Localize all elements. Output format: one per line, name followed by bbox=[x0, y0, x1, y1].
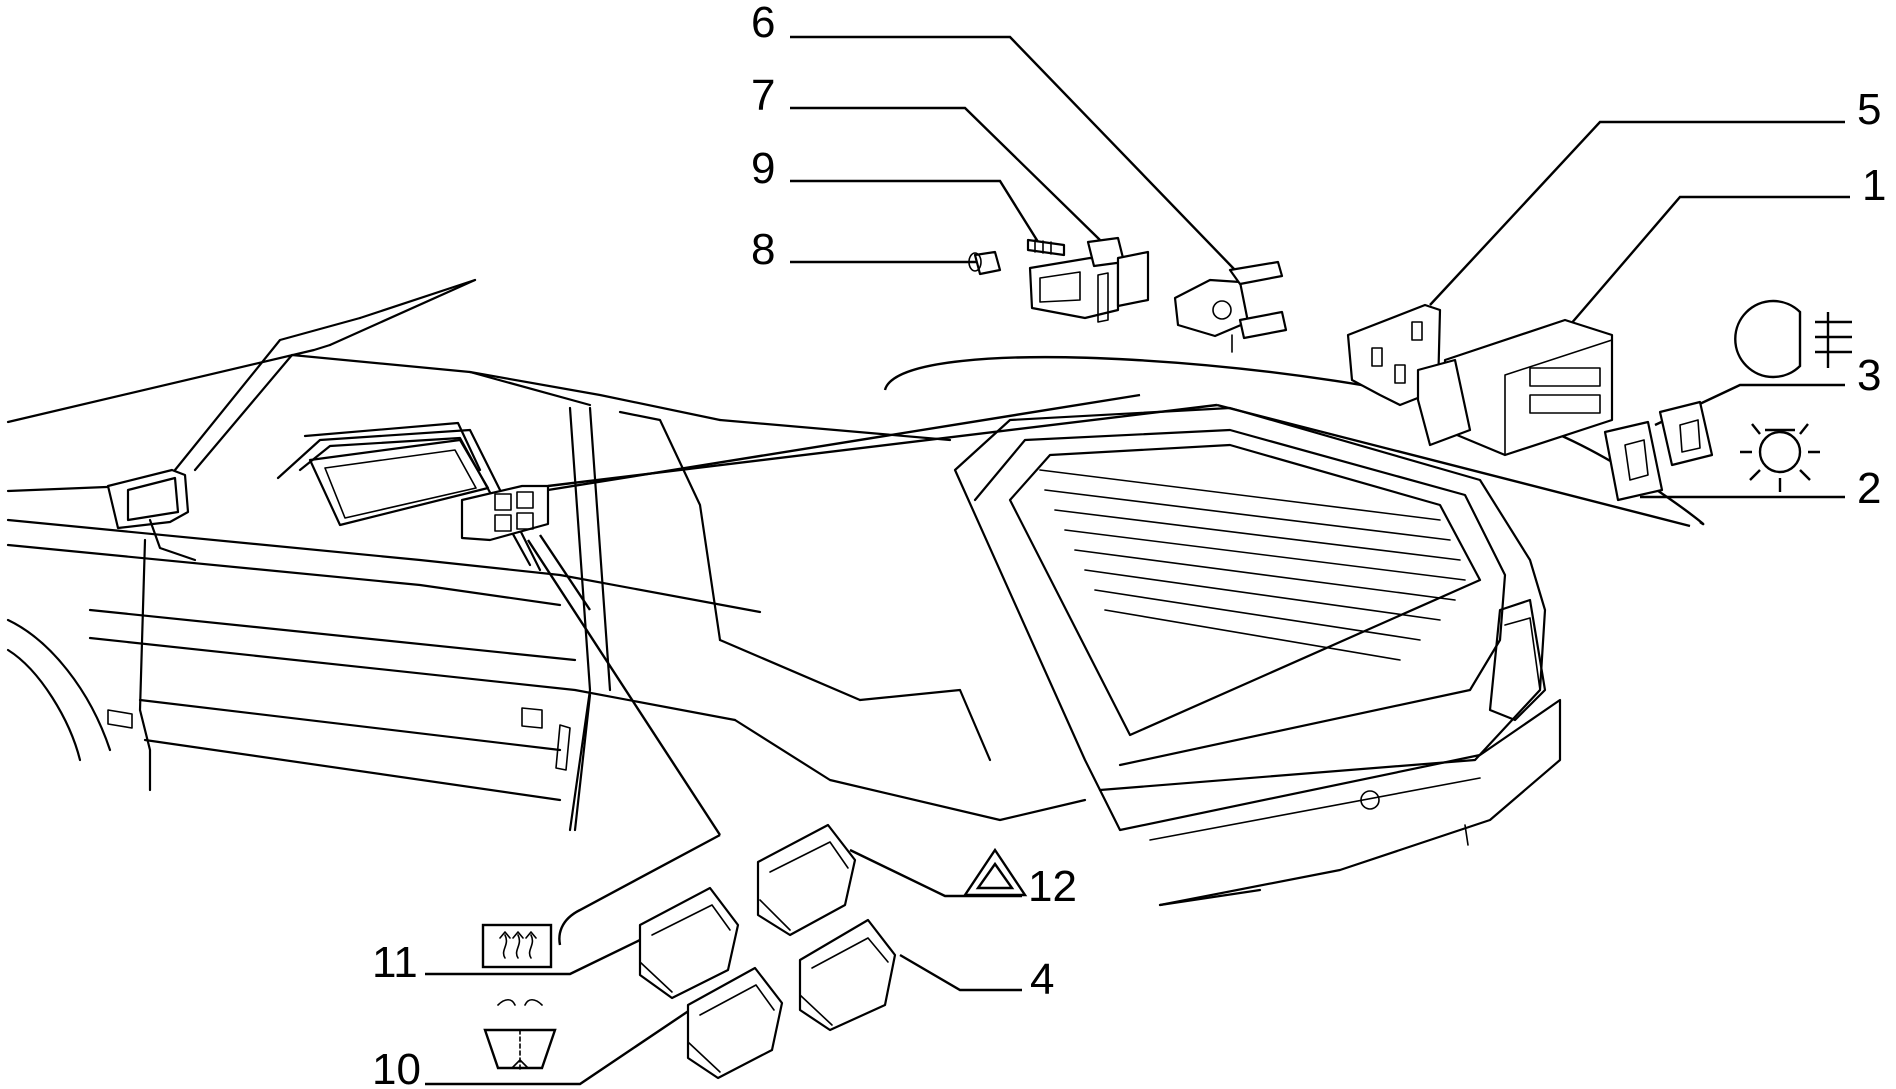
callout-5: 5 bbox=[1857, 85, 1881, 134]
callout-11: 11 bbox=[372, 938, 418, 987]
part-2-switch bbox=[1603, 420, 1664, 502]
callout-10: 10 bbox=[372, 1045, 421, 1089]
car-body-outline bbox=[6, 278, 1562, 907]
relay-12 bbox=[756, 823, 857, 937]
dome-light-icon bbox=[1740, 423, 1820, 492]
heated-rear-window-icon bbox=[481, 923, 553, 969]
relay-11 bbox=[638, 886, 740, 1000]
relay-10 bbox=[686, 966, 784, 1080]
part-9-screw bbox=[1026, 238, 1066, 257]
part-1-housing bbox=[1416, 318, 1614, 457]
hazard-warning-icon bbox=[962, 847, 1028, 897]
leader-lines bbox=[425, 35, 1850, 1086]
callout-12: 12 bbox=[1028, 862, 1077, 911]
callout-1: 1 bbox=[1862, 161, 1886, 210]
rear-fog-light-icon bbox=[1734, 299, 1852, 379]
windscreen-washer-icon bbox=[483, 998, 557, 1073]
part-7-bracket bbox=[1028, 236, 1150, 323]
callout-8: 8 bbox=[751, 225, 775, 274]
callout-labels: 5 1 3 2 6 7 9 8 12 4 11 10 bbox=[372, 0, 1886, 1089]
callout-7: 7 bbox=[751, 71, 775, 120]
callout-2: 2 bbox=[1857, 464, 1881, 513]
callout-4: 4 bbox=[1030, 955, 1054, 1004]
part-6-clip bbox=[1173, 260, 1288, 353]
callout-6: 6 bbox=[751, 0, 775, 47]
callout-3: 3 bbox=[1857, 351, 1881, 400]
callout-9: 9 bbox=[751, 144, 775, 193]
part-3-switch bbox=[1658, 400, 1714, 467]
part-8-pin bbox=[968, 250, 1002, 276]
relay-box-location bbox=[460, 484, 550, 542]
relay-4 bbox=[798, 918, 897, 1032]
